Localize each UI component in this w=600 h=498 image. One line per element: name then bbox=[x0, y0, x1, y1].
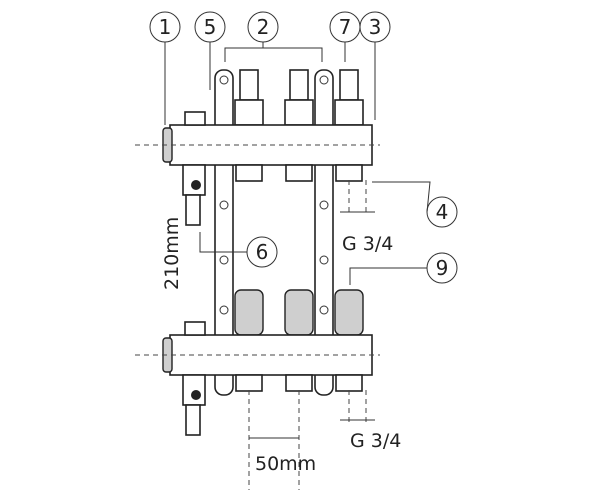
callout-9: 9 bbox=[436, 256, 449, 280]
leader-lines bbox=[164, 42, 431, 285]
thread-size-bottom: G 3/4 bbox=[350, 430, 401, 452]
drain-valve-bottom bbox=[182, 374, 206, 436]
spacing-dimension: 50mm bbox=[255, 453, 316, 475]
callout-6: 6 bbox=[256, 240, 269, 264]
valve-handwheels bbox=[234, 289, 364, 336]
callout-2: 2 bbox=[257, 15, 270, 39]
callout-5: 5 bbox=[204, 15, 217, 39]
callout-3: 3 bbox=[369, 15, 382, 39]
height-dimension: 210mm bbox=[161, 217, 183, 290]
drain-valve-top bbox=[182, 164, 206, 226]
callout-7: 7 bbox=[339, 15, 352, 39]
flow-meters bbox=[234, 69, 364, 126]
callout-1: 1 bbox=[159, 15, 172, 39]
thread-size-top: G 3/4 bbox=[342, 233, 393, 255]
callout-4: 4 bbox=[436, 200, 449, 224]
